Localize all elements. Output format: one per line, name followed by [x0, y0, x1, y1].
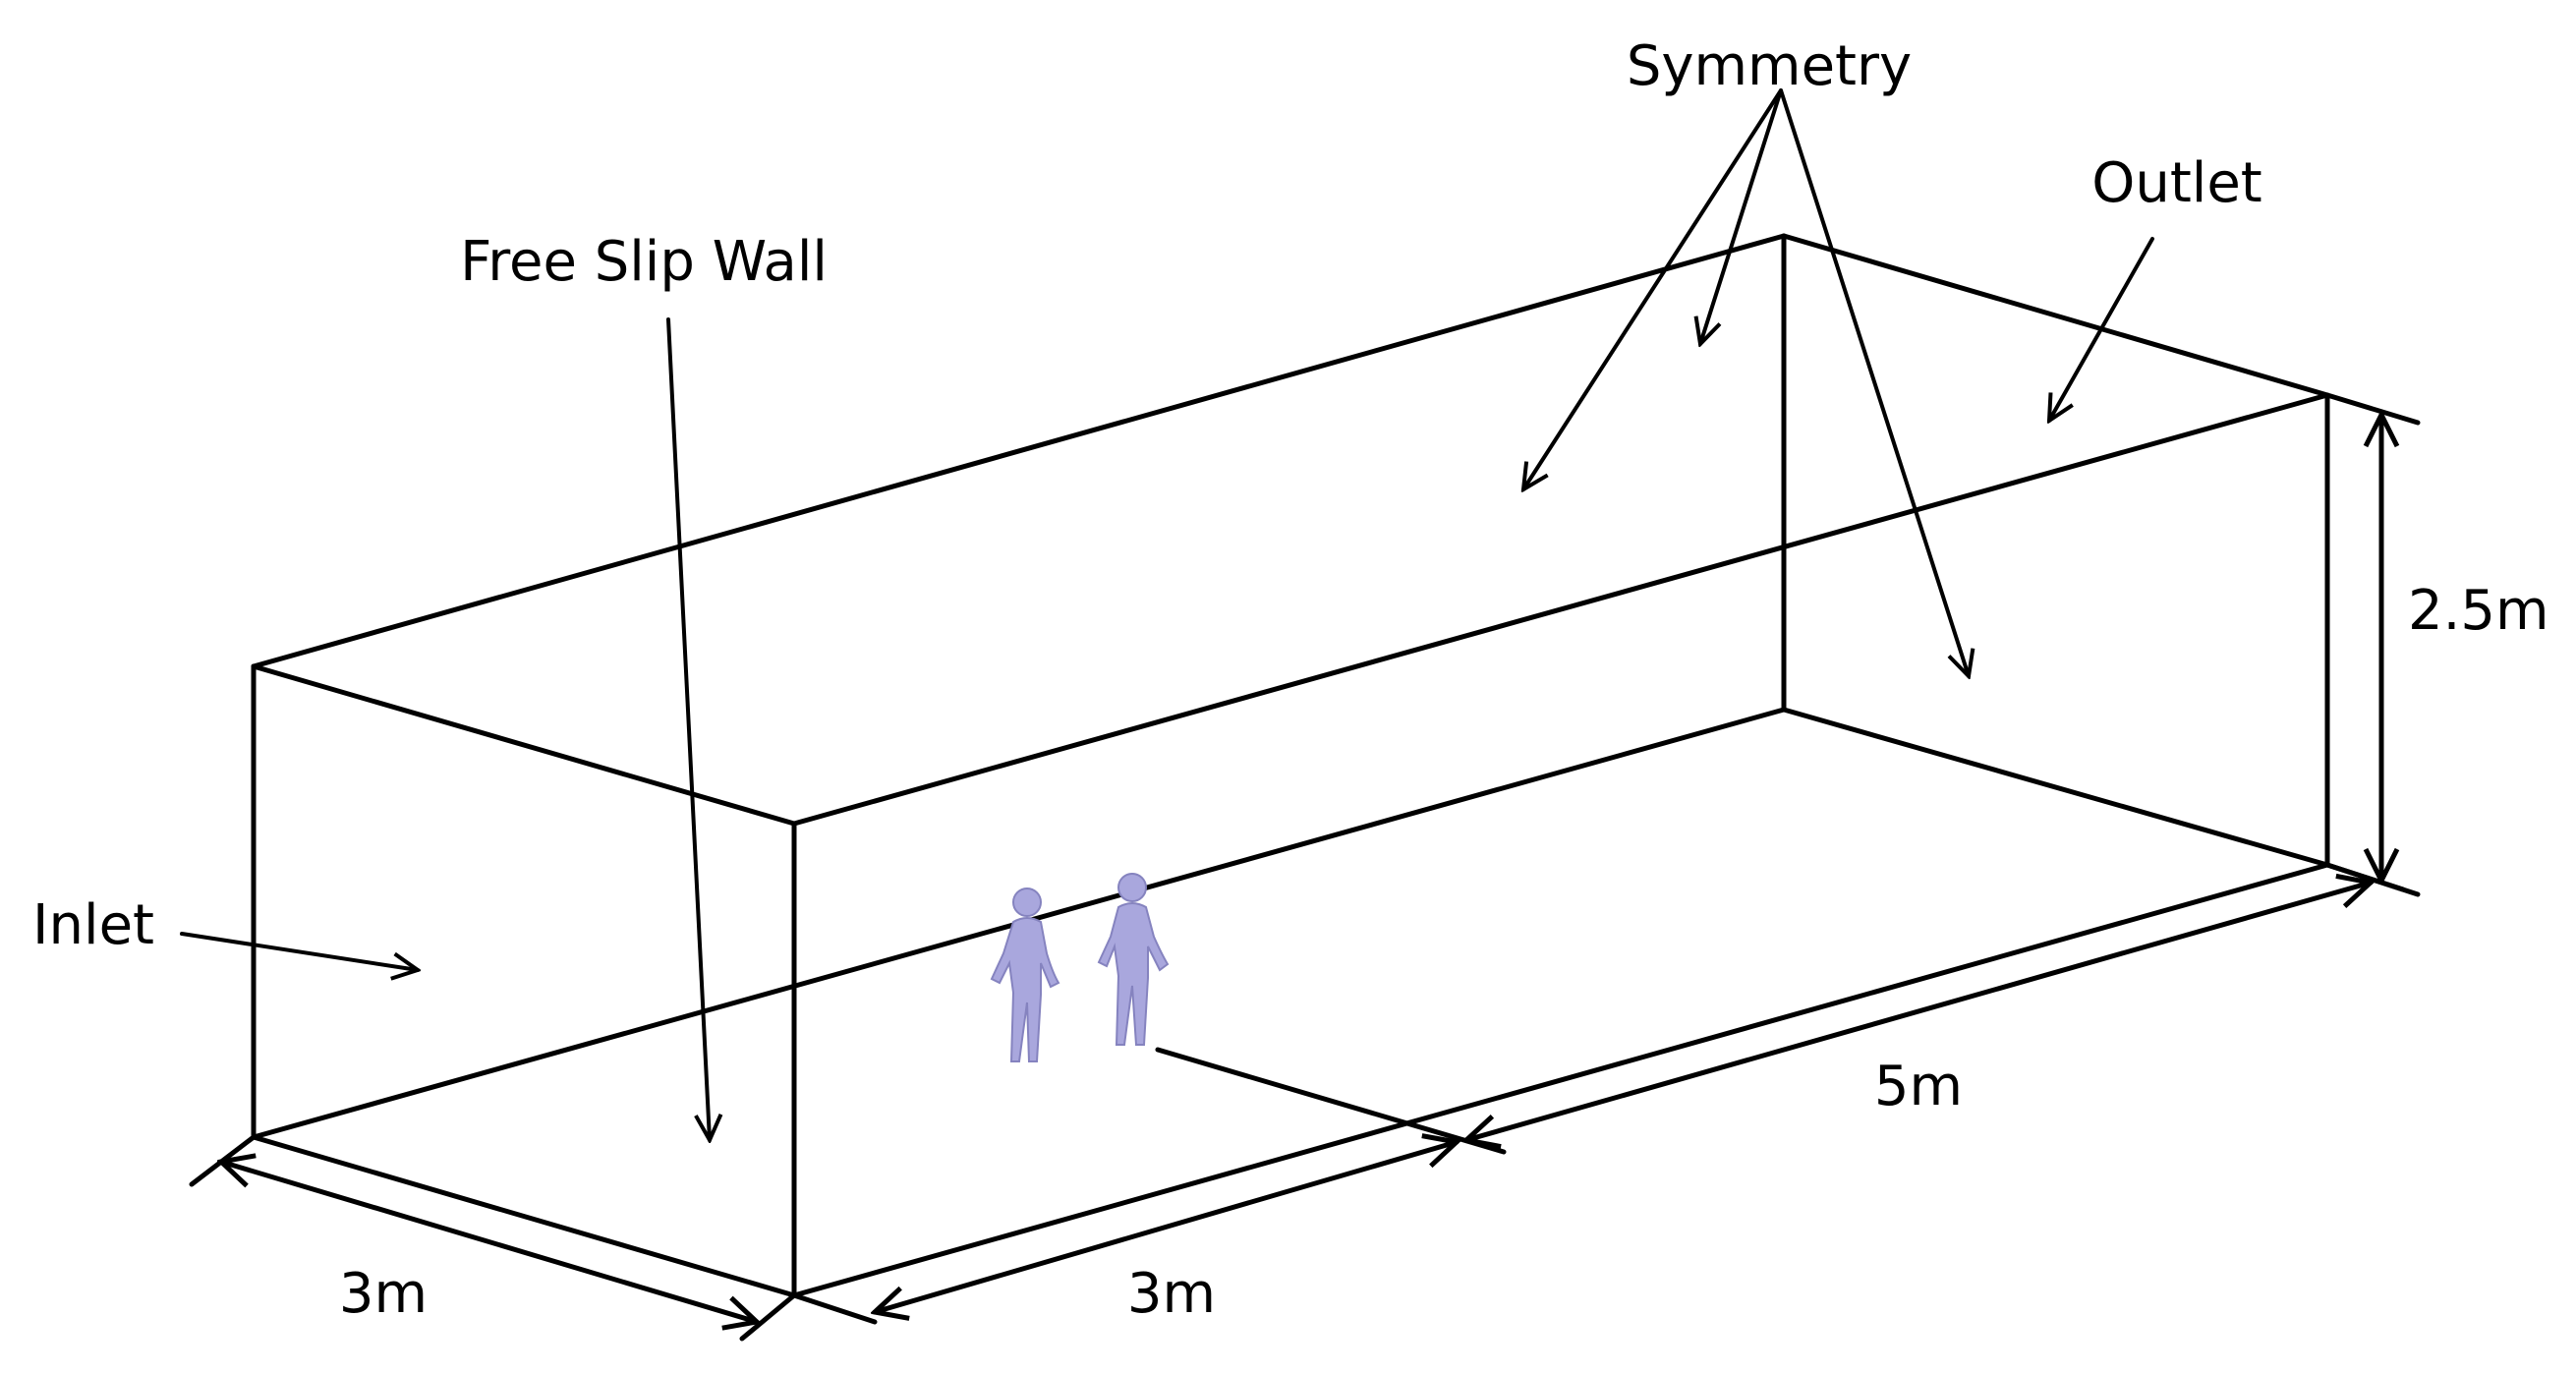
inlet-arrow [180, 932, 418, 970]
box-edge-bottom-front [251, 1134, 797, 1298]
symmetry-label: Symmetry [1627, 34, 1912, 98]
domain-box [251, 233, 2330, 1298]
width-dimension-label: 3m [339, 1262, 428, 1326]
human-figure-left [990, 887, 1060, 1062]
height-dimension-label: 2.5m [2408, 579, 2549, 643]
distance-dimension-arrow [875, 1142, 1457, 1312]
box-edge-top-front [251, 663, 797, 827]
human-figure-right [1097, 873, 1170, 1046]
box-edge-top-back [1781, 233, 2330, 398]
symmetry-arrow-top [1523, 88, 1783, 489]
symmetry-arrow-side [1779, 88, 1969, 676]
box-edge-bottom-back [1781, 707, 2330, 868]
free-slip-wall-label: Free Slip Wall [460, 230, 828, 294]
width-dimension-arrow [221, 1162, 757, 1322]
box-edge-top-right [791, 392, 2330, 827]
label-pointers [180, 88, 2154, 1140]
height-extension-top [2324, 392, 2421, 426]
length-dimension-arrow [1466, 883, 2371, 1140]
symmetry-arrow-back [1700, 88, 1783, 344]
distance-tick-left [791, 1292, 878, 1325]
distance-dimension-label: 3m [1127, 1262, 1216, 1326]
dimension-lines [189, 392, 2421, 1342]
free-slip-wall-arrow [666, 317, 710, 1140]
length-dimension-label: 5m [1874, 1055, 1963, 1118]
box-edge-top-left [251, 233, 1787, 669]
length-extension-left [1155, 1047, 1507, 1155]
outlet-arrow [2049, 237, 2154, 421]
inlet-label: Inlet [32, 893, 154, 957]
outlet-label: Outlet [2091, 151, 2262, 215]
width-tick-right [739, 1292, 797, 1342]
